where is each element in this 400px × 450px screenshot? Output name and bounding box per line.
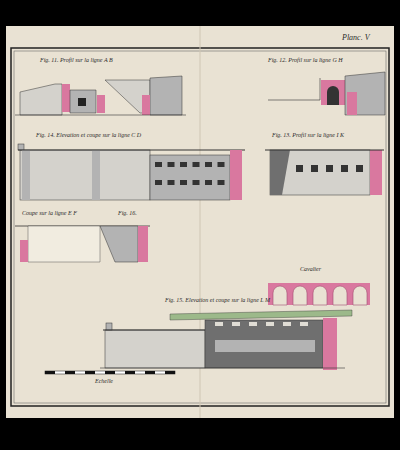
arcade-wall	[268, 283, 370, 305]
embrasure	[205, 162, 212, 167]
embrasure	[180, 180, 187, 185]
scale-division	[45, 371, 55, 374]
scale-division	[125, 371, 135, 374]
masonry-section	[230, 150, 242, 200]
wall-elevation	[20, 150, 150, 200]
figure-caption: Fig. 13. Profil sur la ligne I K	[272, 132, 344, 139]
embrasure	[155, 180, 162, 185]
casemate-opening	[78, 98, 86, 106]
paper-sheet	[6, 26, 394, 418]
slope-shadow	[270, 150, 290, 195]
masonry-section	[323, 318, 337, 370]
parapet-line	[265, 150, 384, 151]
figure-caption: Fig. 15. Elevation et coupe sur la ligne…	[165, 297, 270, 304]
embrasure	[218, 180, 225, 185]
turret	[18, 144, 24, 150]
casemate-gallery	[215, 340, 315, 352]
rampart-profile	[100, 226, 138, 262]
arch-opening	[327, 86, 339, 105]
pilaster	[92, 150, 100, 200]
casemate-section	[150, 155, 230, 200]
embrasure	[168, 162, 175, 167]
scale-division	[165, 371, 175, 374]
figure-caption: Coupe sur la ligne E F	[22, 210, 77, 217]
embrasure	[193, 180, 200, 185]
figure-caption: Fig. 14. Elevation et coupe sur la ligne…	[36, 132, 141, 139]
masonry-section	[347, 92, 357, 115]
masonry-section	[370, 150, 382, 195]
scale-division	[105, 371, 115, 374]
arch-opening	[333, 286, 347, 305]
masonry-section	[62, 84, 70, 112]
embrasure	[218, 162, 225, 167]
ground-line	[100, 368, 345, 369]
turret	[106, 323, 112, 330]
casemate-section	[205, 320, 323, 368]
casemate-section	[70, 90, 96, 113]
embrasure	[249, 322, 257, 326]
scale-label: Echelle	[95, 378, 113, 385]
embrasure	[283, 322, 291, 326]
arch-opening	[273, 286, 287, 305]
pilaster	[22, 150, 30, 200]
window	[356, 165, 363, 172]
rampart-profile	[345, 72, 385, 115]
terreplein-section	[28, 226, 100, 262]
ground-line	[15, 115, 186, 116]
parapet-line	[103, 330, 205, 331]
masonry-section	[138, 226, 148, 262]
arch-opening	[313, 286, 327, 305]
rampart-profile	[20, 84, 62, 115]
figure-caption: Cavalier	[300, 266, 321, 273]
figure-caption: Fig. 12. Profil sur la ligne G H	[268, 57, 343, 64]
scale-bar	[45, 371, 175, 374]
arch-opening	[353, 286, 367, 305]
masonry-section	[97, 95, 105, 113]
wall-elevation	[105, 330, 205, 368]
scale-division	[145, 371, 155, 374]
embrasure	[155, 162, 162, 167]
embrasure	[300, 322, 308, 326]
window	[311, 165, 318, 172]
rampart-profile	[150, 76, 182, 115]
window	[296, 165, 303, 172]
arch-opening	[293, 286, 307, 305]
figure-caption: Fig. 11. Profil sur la ligne A B	[40, 57, 113, 64]
figure-caption: Fig. 16.	[118, 210, 137, 217]
masonry-section	[142, 95, 150, 115]
scale-division	[85, 371, 95, 374]
window	[341, 165, 348, 172]
parapet-line	[18, 150, 245, 151]
scale-division	[65, 371, 75, 374]
plate-number: Planc. V	[342, 34, 370, 43]
ground-line	[268, 78, 320, 100]
embrasure	[168, 180, 175, 185]
embrasure	[180, 162, 187, 167]
embrasure	[266, 322, 274, 326]
embrasure	[205, 180, 212, 185]
embrasure	[215, 322, 223, 326]
window	[326, 165, 333, 172]
masonry-section	[20, 240, 28, 262]
wall-elevation	[270, 150, 370, 195]
embrasure	[232, 322, 240, 326]
embrasure	[193, 162, 200, 167]
arched-casemate	[321, 80, 345, 105]
